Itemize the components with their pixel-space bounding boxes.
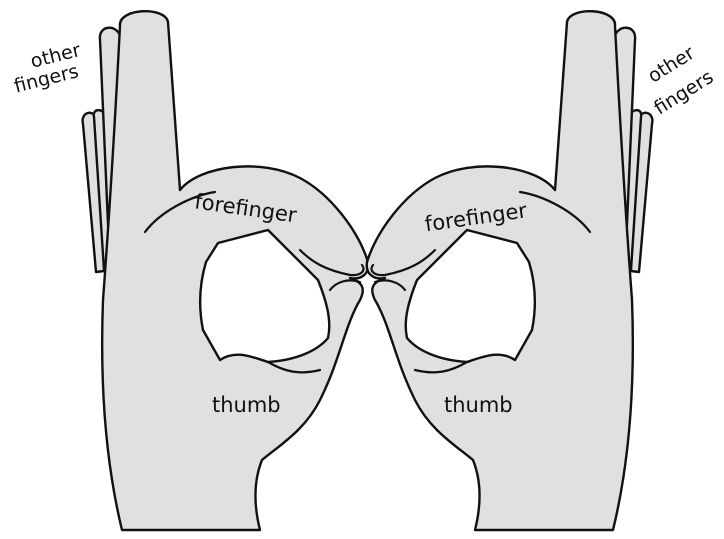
left-label-thumb: thumb bbox=[212, 393, 281, 417]
right-hand bbox=[367, 11, 653, 530]
left-hand: other fingers forefinger thumb bbox=[12, 11, 368, 530]
right-label-thumb: thumb bbox=[444, 393, 513, 417]
